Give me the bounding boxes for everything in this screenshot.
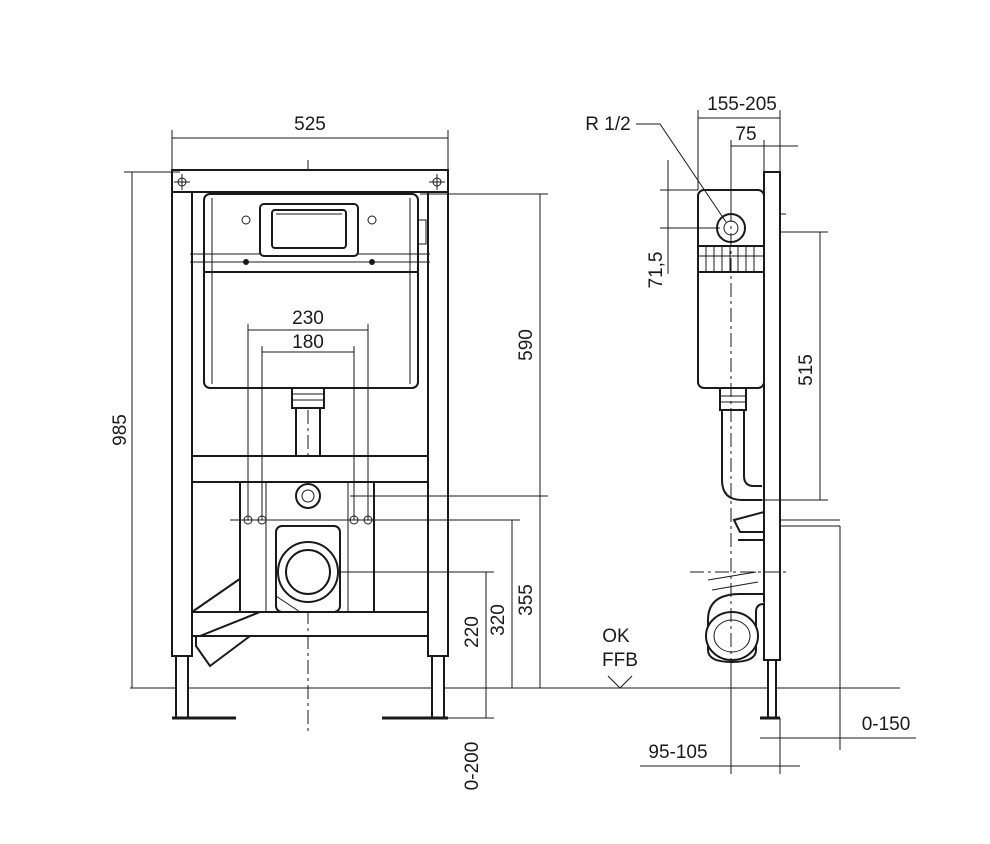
dim-71-5: 71,5 (646, 160, 720, 288)
frame-cross-bar (191, 455, 429, 483)
side-pipe-coupling (719, 387, 747, 411)
dim-355-label: 355 (516, 584, 537, 616)
frame-upright-left (171, 191, 193, 657)
dim-0-150-label: 0-150 (862, 714, 911, 735)
flush-opening-inner (271, 209, 347, 249)
side-bracket (732, 510, 765, 533)
dim-75-label: 75 (735, 124, 756, 145)
dim-525: 525 (171, 114, 449, 170)
floor-label-ok: OK (602, 626, 630, 647)
side-flush-pipe (721, 410, 762, 501)
dim-355: 355 (516, 496, 541, 688)
dim-180: 180 (261, 332, 355, 520)
dim-0-150: 0-150 (760, 526, 916, 750)
side-drain-outlet (705, 611, 759, 661)
floor-arrow (607, 675, 633, 689)
dim-155-205: 155-205 (697, 94, 781, 190)
side-view: R 1/2 155-205 75 71,5 (585, 94, 916, 774)
floor-label-ffb: FFB (602, 650, 638, 671)
dim-180-label: 180 (292, 332, 324, 353)
dim-985-label: 985 (110, 414, 131, 446)
flush-pipe-coupling (291, 387, 325, 409)
dim-515: 515 (762, 231, 828, 501)
floor-marker: OK FFB (602, 626, 638, 689)
dim-r12: R 1/2 (585, 114, 727, 223)
leg-left (175, 655, 189, 719)
leg-right (431, 655, 445, 719)
dim-220: 220 (340, 571, 494, 688)
bottom-bracket (195, 635, 253, 668)
dim-230: 230 (247, 308, 369, 520)
dim-320: 320 (230, 519, 520, 688)
dim-71-5-label: 71,5 (646, 252, 667, 289)
dim-155-205-label: 155-205 (707, 94, 777, 115)
dim-95-105: 95-105 (640, 660, 800, 774)
dim-220-label: 220 (462, 616, 483, 648)
dim-0-200-label: 0-200 (462, 742, 483, 791)
frame-top-bar (171, 169, 449, 193)
dim-985: 985 (110, 171, 180, 688)
dim-590: 590 (350, 193, 548, 497)
thread-leader (636, 123, 727, 223)
thread-label: R 1/2 (585, 114, 630, 135)
dim-525-label: 525 (294, 114, 326, 135)
dim-590-label: 590 (516, 329, 537, 361)
frame-upright-right (427, 191, 449, 657)
side-frame (763, 171, 781, 661)
front-view: 525 985 590 355 320 (110, 114, 900, 790)
dim-75: 75 (730, 124, 798, 208)
dim-515-label: 515 (796, 354, 817, 386)
side-leg (767, 659, 777, 719)
dim-95-105-label: 95-105 (648, 742, 707, 763)
water-inlet (295, 483, 321, 509)
dim-320-label: 320 (488, 604, 509, 636)
dim-0-200: 0-200 (444, 688, 494, 790)
dim-230-label: 230 (292, 308, 324, 329)
